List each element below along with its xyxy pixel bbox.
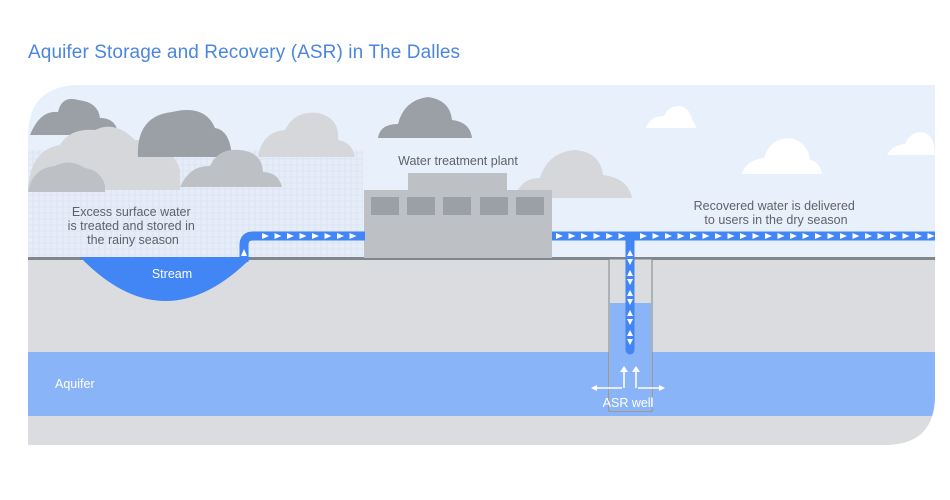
flow-arrow-icon	[627, 270, 633, 276]
flow-arrow-icon	[815, 233, 822, 239]
diagram-title: Aquifer Storage and Recovery (ASR) in Th…	[28, 42, 461, 63]
storm-clouds	[28, 98, 355, 192]
grey-cloud	[515, 150, 632, 198]
flow-arrow-icon	[665, 233, 672, 239]
flow-arrow-icon	[915, 233, 922, 239]
pipe-network	[239, 231, 947, 355]
flow-arrow-icon	[593, 233, 601, 239]
plant-window	[407, 197, 435, 215]
treatment-plant-label: Water treatment plant	[398, 154, 518, 168]
flow-arrow-icon	[556, 233, 563, 239]
flow-arrow-icon	[740, 233, 747, 239]
flow-arrow-icon	[827, 233, 835, 239]
aquifer-layer	[28, 352, 935, 416]
flow-arrow-icon	[627, 330, 633, 336]
excess-water-label: Excess surface water is treated and stor…	[68, 205, 199, 247]
flow-arrow-icon	[877, 233, 885, 239]
flow-arrow-icon	[627, 259, 633, 265]
flow-arrow-icon	[902, 233, 910, 239]
flow-arrow-icon	[324, 233, 332, 239]
flow-arrow-icon	[765, 233, 772, 239]
well-flow-arrows	[591, 366, 665, 391]
flow-arrow-icon	[287, 233, 294, 239]
flow-arrow-icon	[727, 233, 735, 239]
flow-arrow-icon	[627, 339, 633, 345]
flow-arrow-icon	[940, 233, 947, 239]
flow-arrow-icon	[627, 250, 633, 256]
dark-cloud	[378, 97, 472, 138]
flow-arrow-icon	[627, 319, 633, 325]
ground-surface-line	[28, 257, 935, 260]
flow-arrow-icon	[865, 233, 872, 239]
flow-arrow-icon	[581, 233, 588, 239]
stream	[80, 257, 252, 301]
flow-arrow-icon	[262, 233, 269, 239]
stream-label: Stream	[152, 267, 192, 281]
flow-arrow-icon	[777, 233, 785, 239]
white-cloud	[742, 138, 822, 174]
flow-arrow-icon	[677, 233, 685, 239]
asr-well-label: ASR well	[603, 396, 654, 410]
flow-arrow-icon	[715, 233, 722, 239]
intake-pipe	[239, 231, 365, 262]
flow-arrow-icon	[618, 233, 626, 239]
flow-arrow-icon	[606, 233, 613, 239]
flow-arrow-icon	[568, 233, 576, 239]
flow-arrow-icon	[337, 233, 344, 239]
water-treatment-plant	[364, 173, 552, 258]
flow-arrow-icon	[840, 233, 847, 239]
flow-arrow-icon	[627, 310, 633, 316]
flow-arrow-icon	[890, 233, 897, 239]
flow-arrow-icon	[299, 233, 307, 239]
recovered-water-label: Recovered water is delivered to users in…	[694, 199, 859, 227]
flow-arrow-icon	[702, 233, 710, 239]
plant-window	[443, 197, 471, 215]
flow-arrow-icon	[790, 233, 797, 239]
flow-arrow-icon	[312, 233, 319, 239]
flow-arrow-icon	[752, 233, 760, 239]
flow-arrow-icon	[652, 233, 660, 239]
white-cloud	[887, 132, 935, 155]
flow-arrow-icon	[802, 233, 810, 239]
white-cloud	[646, 106, 696, 128]
flow-arrow-icon	[627, 290, 633, 296]
plant-window	[480, 197, 508, 215]
flow-arrow-icon	[927, 233, 935, 239]
flow-arrow-icon	[627, 279, 633, 285]
flow-arrow-icon	[627, 299, 633, 305]
flow-arrow-icon	[640, 233, 647, 239]
plant-window	[371, 197, 399, 215]
aquifer-label: Aquifer	[55, 377, 95, 391]
plant-window	[516, 197, 544, 215]
flow-arrow-icon	[241, 249, 247, 256]
flow-arrow-icon	[690, 233, 697, 239]
flow-arrow-icon	[274, 233, 282, 239]
flow-arrow-icon	[852, 233, 860, 239]
flow-arrow-icon	[349, 233, 357, 239]
